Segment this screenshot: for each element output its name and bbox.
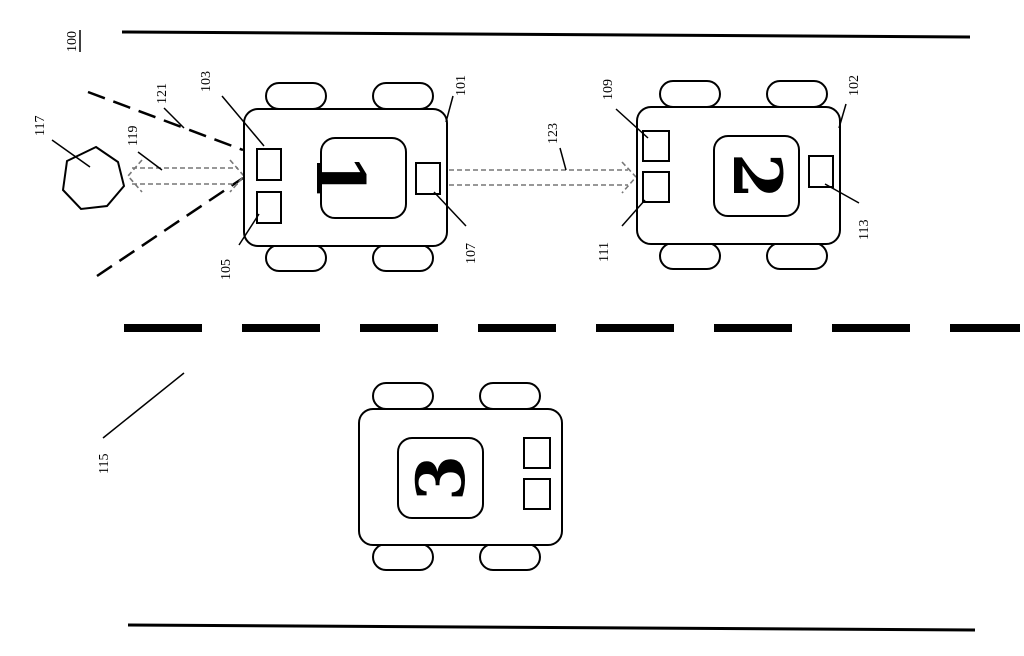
ref-101: 101 xyxy=(454,75,469,96)
road-edge-bottom xyxy=(128,625,975,630)
sensor-113 xyxy=(809,156,833,187)
vehicle-3-sensor-lower xyxy=(524,479,550,509)
ref-121: 121 xyxy=(155,83,170,104)
vehicle-1-wheel xyxy=(266,245,326,271)
vehicle-2-number: 2 xyxy=(718,153,796,199)
vehicle-3-wheel xyxy=(373,544,433,570)
vehicle-1: 1 xyxy=(244,83,447,271)
vehicle-2-wheel xyxy=(767,81,827,107)
vehicle-3: 3 xyxy=(359,383,562,570)
sensor-109 xyxy=(643,131,669,161)
vehicle-1-wheel xyxy=(266,83,326,109)
vehicle-2-wheel xyxy=(767,243,827,269)
sensor-105 xyxy=(257,192,281,223)
ref-123: 123 xyxy=(546,123,561,144)
vehicle-1-wheel xyxy=(373,245,433,271)
ref-111: 111 xyxy=(597,242,612,262)
sensor-107 xyxy=(416,163,440,194)
vehicle-3-wheel xyxy=(373,383,433,409)
ref-103: 103 xyxy=(199,71,214,92)
vehicle-2: 2 xyxy=(637,81,840,269)
vehicle-1-number: 1 xyxy=(301,154,379,200)
ref-115: 115 xyxy=(97,454,112,474)
road-edge-top xyxy=(122,32,970,37)
obstacle-heptagon xyxy=(63,147,124,209)
vehicle-1-wheel xyxy=(373,83,433,109)
vehicle-2-wheel xyxy=(660,81,720,107)
sensor-103 xyxy=(257,149,281,180)
ref-117: 117 xyxy=(33,116,48,136)
vehicle-3-number: 3 xyxy=(402,455,480,501)
ref-113: 113 xyxy=(857,220,872,240)
ref-107: 107 xyxy=(464,243,479,264)
vehicle-2-wheel xyxy=(660,243,720,269)
vehicle-3-sensor-upper xyxy=(524,438,550,468)
ref-119: 119 xyxy=(126,126,141,146)
ref-105: 105 xyxy=(219,259,234,280)
vehicle-3-wheel xyxy=(480,544,540,570)
ref-109: 109 xyxy=(601,79,616,100)
signal-arrow-123 xyxy=(449,162,636,193)
figure-ref-label: 100 xyxy=(65,31,80,52)
sensor-111 xyxy=(643,172,669,202)
signal-arrow-119 xyxy=(128,160,244,192)
vehicle-3-wheel xyxy=(480,383,540,409)
ref-102: 102 xyxy=(847,75,862,96)
